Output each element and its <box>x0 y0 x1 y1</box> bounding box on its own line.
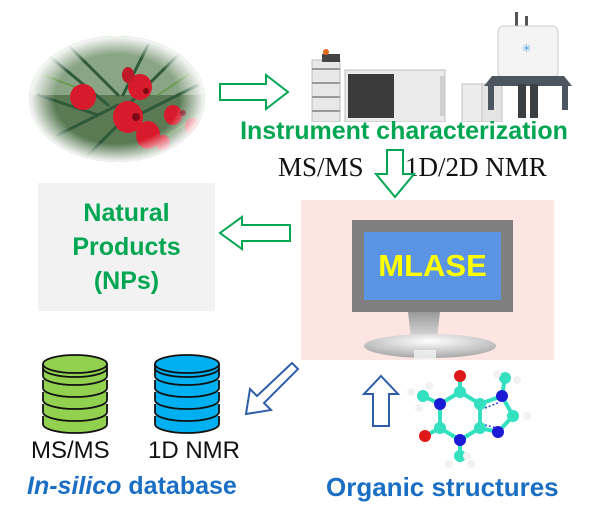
arrow-left-icon <box>218 215 291 251</box>
nmr-label: 1D/2D NMR <box>405 152 547 182</box>
organic-structures-label: Organic structures <box>326 472 559 502</box>
monitor-screen: MLASE <box>364 232 501 300</box>
molecule-icon <box>407 370 531 468</box>
in-silico-italic: In-silico <box>27 472 122 500</box>
natural-products-box: Natural Products (NPs) <box>38 183 215 311</box>
mass-spectrometer-icon <box>344 69 446 122</box>
database-word: database <box>121 472 237 500</box>
svg-text:✳: ✳ <box>522 43 531 55</box>
arrow-right-icon <box>219 72 290 112</box>
msms-database-icon <box>42 354 108 434</box>
arrow-down-icon <box>373 149 417 199</box>
hplc-icon <box>311 49 341 122</box>
db-nmr-label: 1D NMR <box>148 437 241 464</box>
instrument-characterization-label: Instrument characterization <box>240 117 568 145</box>
nmr-database-icon <box>154 354 220 434</box>
np-line2: Products <box>72 233 181 261</box>
db-msms-label: MS/MS <box>31 437 110 464</box>
np-line3: (NPs) <box>93 267 160 295</box>
msms-label: MS/MS <box>278 152 364 182</box>
plant-photo <box>29 36 205 162</box>
np-line1: Natural <box>83 199 170 227</box>
arrow-up-icon <box>362 374 400 427</box>
nmr-magnet-icon: ✳ <box>484 12 572 118</box>
in-silico-database-label: In-silico database <box>27 472 237 501</box>
arrow-down-left-icon <box>244 361 300 416</box>
mlase-label: MLASE <box>378 248 487 283</box>
instruments-image: ✳ <box>311 12 572 122</box>
monitor-stand-icon <box>364 312 496 360</box>
